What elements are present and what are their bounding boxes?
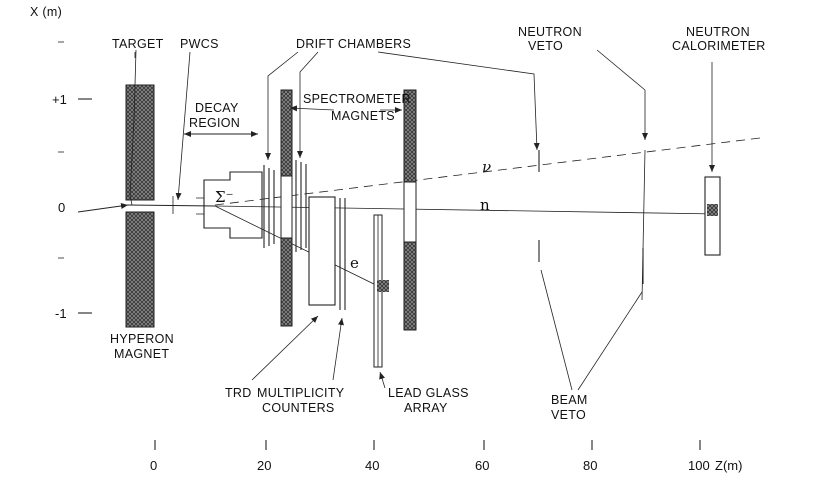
spectrometer-magnets-label-1: SPECTROMETER [303,92,411,106]
drift-leader-1 [265,51,299,160]
electron-label: e [350,254,359,272]
pwcs-label: PWCS [180,37,219,51]
trd-label: TRD [225,386,252,400]
neutron-track [214,205,719,215]
beam-axis [127,204,216,207]
beam-veto-label-1: BEAM [551,393,588,407]
drift-leader-3 [377,51,540,151]
neutron-veto-line-down [641,149,646,301]
multiplicity-leader [332,317,344,381]
z-axis-label: Z(m) [715,458,742,473]
neutron-calorimeter-label-1: NEUTRON [686,25,750,39]
sigma-collimator [203,171,263,239]
incident-beam [77,202,129,213]
z-tick-40: 40 [365,458,379,473]
lead-glass-label-2: ARRAY [404,401,448,415]
x-tick-minus-one: -1 [55,306,67,321]
spectrometer-leader-left [289,105,335,112]
decay-region-label-2: REGION [189,116,240,130]
drift-leader-2 [297,51,319,158]
beam-veto-leader [540,269,573,391]
x-tick-plus-one: +1 [52,92,67,107]
z-tick-0: 0 [150,458,157,473]
neutron-veto-label-1: NEUTRON [518,25,582,39]
beam-veto-label-2: VETO [551,408,586,422]
neutron-veto-leader [596,49,648,140]
calorimeter-hit [707,204,718,216]
hyperon-magnet-lower [125,211,155,328]
neutrino-label: ν [482,158,491,176]
z-tick-80: 80 [583,458,597,473]
neutron-label: n [480,196,490,214]
hyperon-magnet-label-2: MAGNET [114,347,169,361]
collimator-inner [196,197,204,215]
z-tick-60: 60 [475,458,489,473]
drift-chambers-middle [295,160,307,252]
target-wire [129,49,137,206]
lead-glass-leader [379,371,386,389]
drift-chambers-front [263,165,275,248]
neutron-veto-label-2: VETO [528,39,563,53]
spectrometer-magnets-label-2: MAGNETS [331,109,395,123]
sigma-minus-label: Σ⁻ [215,188,234,206]
x-tick-zero: 0 [58,200,65,215]
electron-track [214,205,383,289]
target-label: TARGET [112,37,164,51]
multiplicity-label-1: MULTIPLICITY [257,386,345,400]
drift-chambers-label: DRIFT CHAMBERS [296,37,411,51]
spectrometer-magnet-2-gap [403,181,417,243]
spectrometer-magnet-1-gap [280,175,293,239]
multiplicity-label-2: COUNTERS [262,401,335,415]
neutron-calorimeter-label-2: CALORIMETER [672,39,766,53]
decay-region-label-1: DECAY [195,101,239,115]
spectrometer-magnet-2-lower [403,241,417,331]
lead-glass-shower [377,280,389,292]
lead-glass-label-1: LEAD GLASS [388,386,469,400]
beam-veto-leader-2 [577,291,643,391]
hyperon-magnet-upper [125,84,155,201]
hyperon-magnet-label-1: HYPERON [110,332,174,346]
x-axis-label: X (m) [30,5,62,19]
spectrometer-magnet-1-upper [280,89,293,177]
z-tick-20: 20 [257,458,271,473]
spectrometer-magnet-1-lower [280,237,293,327]
pwcs-leader [175,51,191,201]
z-tick-100: 100 [688,458,710,473]
trd-leader [251,315,319,381]
trd-box [308,196,336,306]
